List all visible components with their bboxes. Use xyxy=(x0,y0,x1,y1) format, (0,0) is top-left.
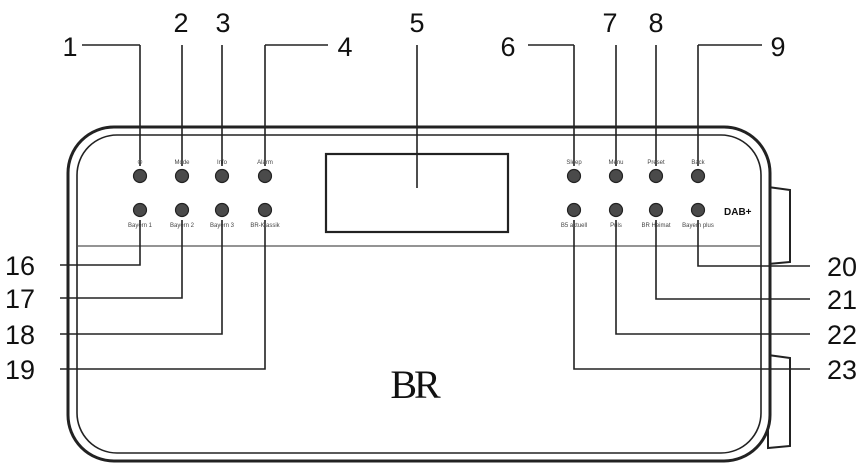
callout-3: 3 xyxy=(215,8,230,38)
label-power: ⏻ xyxy=(138,159,143,166)
leader-22 xyxy=(615,220,810,335)
label-br-heimat: BR Heimat xyxy=(641,223,670,229)
callout-18: 18 xyxy=(5,320,35,350)
callout-17: 17 xyxy=(5,284,35,314)
label-b5-aktuell: B5 aktuell xyxy=(561,223,587,229)
leader-23 xyxy=(573,220,810,370)
callout-22: 22 xyxy=(827,320,857,350)
callout-8: 8 xyxy=(648,8,663,38)
bottom-button-row xyxy=(132,202,706,218)
mode-button[interactable] xyxy=(174,168,190,184)
callout-19: 19 xyxy=(5,355,35,385)
preset-button[interactable] xyxy=(648,168,664,184)
leader-19 xyxy=(60,220,266,370)
leader-18 xyxy=(60,220,223,335)
label-menu: Menu xyxy=(608,160,623,166)
label-br-klassik: BR-Klassik xyxy=(250,223,280,229)
b5-aktuell-button[interactable] xyxy=(566,202,582,218)
label-mode: Mode xyxy=(174,160,190,166)
br-klassik-button[interactable] xyxy=(257,202,273,218)
sleep-button[interactable] xyxy=(566,168,582,184)
label-puls: Puls xyxy=(610,223,622,229)
callout-4: 4 xyxy=(337,32,352,62)
label-back: Back xyxy=(691,160,705,166)
callout-2: 2 xyxy=(173,8,188,38)
label-info: Info xyxy=(217,160,228,166)
callout-9: 9 xyxy=(770,32,785,62)
leader-20 xyxy=(697,220,810,267)
label-sleep: Sleep xyxy=(566,160,582,166)
bayern3-button[interactable] xyxy=(214,202,230,218)
callout-20: 20 xyxy=(827,252,857,282)
label-preset: Preset xyxy=(647,160,665,166)
puls-button[interactable] xyxy=(608,202,624,218)
callout-1: 1 xyxy=(62,32,77,62)
power-button[interactable] xyxy=(132,168,148,184)
label-bayern2: Bayern 2 xyxy=(170,223,195,229)
device-body-outer xyxy=(66,125,772,463)
label-bayern-plus: Bayern plus xyxy=(682,223,714,229)
callout-7: 7 xyxy=(602,8,617,38)
bayern-plus-button[interactable] xyxy=(690,202,706,218)
bayern1-button[interactable] xyxy=(132,202,148,218)
callout-5: 5 xyxy=(409,8,424,38)
leader-16 xyxy=(60,220,141,266)
top-button-row xyxy=(132,168,706,184)
label-bayern1: Bayern 1 xyxy=(128,223,153,229)
device-body-inner xyxy=(76,134,762,454)
menu-button[interactable] xyxy=(608,168,624,184)
bayern2-button[interactable] xyxy=(174,202,190,218)
callout-6: 6 xyxy=(500,32,515,62)
callout-21: 21 xyxy=(827,285,857,315)
info-button[interactable] xyxy=(214,168,230,184)
label-alarm: Alarm xyxy=(257,160,273,166)
leader-21 xyxy=(655,220,810,300)
callout-23: 23 xyxy=(827,355,857,385)
dab-plus-badge: DAB+ xyxy=(724,207,752,218)
br-logo: BR xyxy=(390,362,441,407)
label-bayern3: Bayern 3 xyxy=(210,223,235,229)
back-button[interactable] xyxy=(690,168,706,184)
leader-17 xyxy=(60,220,183,299)
callout-16: 16 xyxy=(5,251,35,281)
br-heimat-button[interactable] xyxy=(648,202,664,218)
alarm-button[interactable] xyxy=(257,168,273,184)
